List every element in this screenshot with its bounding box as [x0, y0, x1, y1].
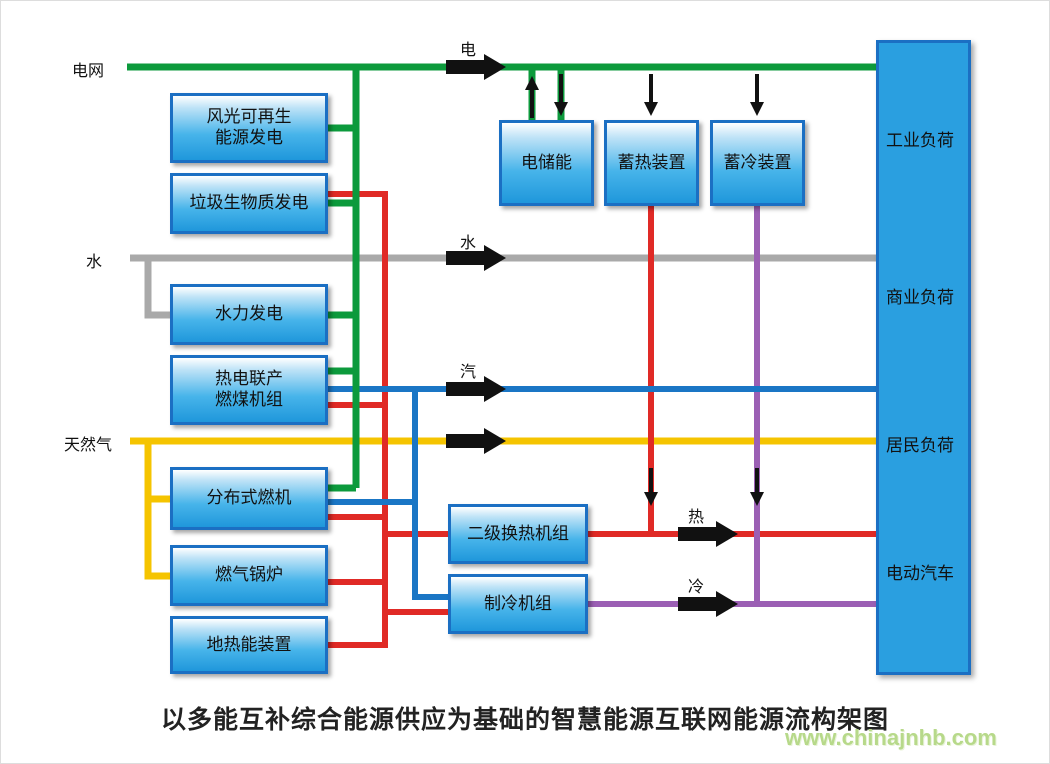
chiller-label: 制冷机组 [484, 593, 552, 614]
steam-flow-arrow [446, 376, 506, 402]
steam-lines [328, 386, 878, 600]
diagram-title: 以多能互补综合能源供应为基础的智慧能源互联网能源流构架图 [160, 705, 889, 734]
cooling-lines [587, 206, 878, 607]
electric-storage-label: 电储能 [521, 152, 572, 173]
distributed-gas-box: 分布式燃机 [170, 467, 328, 530]
industrial-load-label: 工业负荷 [886, 131, 954, 151]
gas-flow-arrow [446, 428, 506, 454]
electricity-flow-arrow [446, 54, 506, 80]
cooling-flow-arrow [678, 591, 738, 617]
heat-flow-arrow [678, 521, 738, 547]
gas-boiler-box: 燃气锅炉 [170, 545, 328, 606]
heat-exchanger-box: 二级换热机组 [448, 504, 588, 564]
hydro-label: 水力发电 [215, 304, 283, 324]
ev-load-label: 电动汽车 [886, 564, 954, 584]
natural-gas-input-label: 天然气 [64, 435, 113, 454]
heat-flow-label: 热 [688, 507, 705, 526]
geothermal-box: 地热能装置 [170, 616, 328, 674]
cooling-flow-label: 冷 [688, 577, 705, 596]
chiller-box: 制冷机组 [448, 574, 588, 634]
water-flow-arrow [446, 245, 506, 271]
heat-exchanger-label: 二级换热机组 [467, 523, 569, 544]
distributed-gas-label: 分布式燃机 [206, 488, 292, 508]
wind-solar-label: 风光可再生 能源发电 [206, 107, 292, 148]
water-flow-label: 水 [460, 233, 477, 252]
cold-storage-label: 蓄冷装置 [723, 152, 792, 173]
watermark-url: www.chinajnhb.com [785, 725, 997, 750]
commercial-load-label: 商业负荷 [886, 288, 954, 308]
load-column [876, 40, 971, 675]
small-arrows [525, 74, 764, 506]
heat-lines [328, 191, 878, 648]
cold-storage-box: 蓄冷装置 [710, 120, 805, 206]
waste-biomass-box: 垃圾生物质发电 [170, 173, 328, 234]
wind-solar-box: 风光可再生 能源发电 [170, 93, 328, 163]
chp-coal-label: 热电联产 燃煤机组 [215, 369, 283, 410]
grid-input-label: 电网 [72, 61, 105, 80]
gas-boiler-label: 燃气锅炉 [215, 565, 283, 585]
heat-storage-label: 蓄热装置 [617, 152, 686, 173]
chp-coal-box: 热电联产 燃煤机组 [170, 355, 328, 425]
flow-arrows [446, 54, 738, 617]
water-input-label: 水 [86, 252, 103, 271]
residential-load-label: 居民负荷 [886, 436, 954, 456]
electricity-flow-label: 电 [460, 40, 477, 59]
hydro-box: 水力发电 [170, 284, 328, 345]
waste-biomass-label: 垃圾生物质发电 [189, 193, 309, 213]
geothermal-label: 地热能装置 [206, 634, 292, 655]
heat-storage-box: 蓄热装置 [604, 120, 699, 206]
electric-storage-box: 电储能 [499, 120, 594, 206]
steam-flow-label: 汽 [460, 362, 477, 381]
